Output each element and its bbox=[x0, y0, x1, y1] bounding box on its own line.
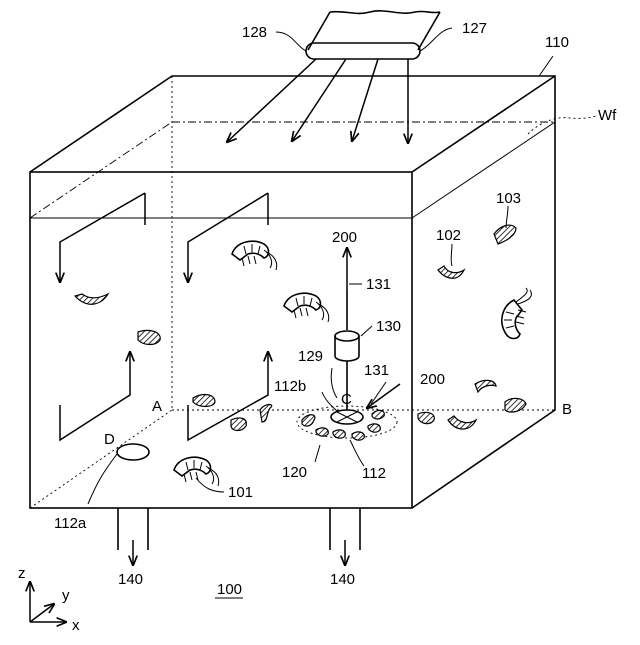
drain-pipes bbox=[118, 508, 360, 565]
label-128: 128 bbox=[242, 24, 267, 41]
label-131-lower: 131 bbox=[364, 362, 389, 379]
leader-112 bbox=[350, 440, 364, 466]
point-d: D bbox=[104, 431, 115, 448]
tank-top-edge bbox=[412, 76, 555, 172]
shrimp-group bbox=[174, 241, 532, 486]
label-112b: 112b bbox=[274, 378, 306, 395]
leader-129 bbox=[331, 368, 337, 398]
water-surface bbox=[30, 122, 555, 218]
shrimp-2 bbox=[284, 293, 329, 322]
axes-indicator bbox=[30, 582, 66, 622]
nozzle-128 bbox=[306, 43, 420, 59]
axis-z-label: z bbox=[18, 565, 26, 582]
label-wf: Wf bbox=[598, 107, 617, 124]
label-112a: 112a bbox=[54, 515, 87, 532]
point-a: A bbox=[152, 398, 162, 415]
leader-102 bbox=[451, 244, 452, 266]
axis-y-label: y bbox=[62, 587, 70, 604]
point-c: C bbox=[341, 391, 352, 408]
leader-130 bbox=[361, 326, 372, 336]
tank-hidden-diagonal bbox=[30, 410, 172, 508]
leader-wf bbox=[528, 116, 596, 134]
label-200-top: 200 bbox=[332, 229, 357, 246]
pump-assembly bbox=[335, 248, 359, 410]
label-140-left: 140 bbox=[118, 571, 143, 588]
leader-110 bbox=[539, 56, 553, 76]
label-129: 129 bbox=[298, 348, 323, 365]
shrimp-1 bbox=[232, 241, 277, 270]
leader-112a bbox=[88, 454, 117, 504]
leader-120 bbox=[315, 445, 320, 462]
label-200-right: 200 bbox=[420, 371, 445, 388]
leader-128 bbox=[276, 32, 306, 51]
label-112: 112 bbox=[362, 465, 386, 482]
label-131-upper: 131 bbox=[366, 276, 391, 293]
label-110: 110 bbox=[545, 34, 569, 51]
label-120: 120 bbox=[282, 464, 307, 481]
point-b: B bbox=[562, 401, 572, 418]
label-127: 127 bbox=[462, 20, 487, 37]
leader-101 bbox=[196, 478, 224, 492]
label-102: 102 bbox=[436, 227, 461, 244]
shrimp-3 bbox=[502, 288, 532, 339]
label-140-right: 140 bbox=[330, 571, 355, 588]
pump-top bbox=[335, 331, 359, 341]
hatched-organisms bbox=[75, 225, 526, 440]
label-103: 103 bbox=[496, 190, 521, 207]
circulation-arrows bbox=[60, 193, 268, 440]
label-130: 130 bbox=[376, 318, 401, 335]
supply-pipe-127 bbox=[308, 11, 440, 50]
shrimp-101 bbox=[174, 457, 219, 486]
axis-x-label: x bbox=[72, 617, 80, 634]
label-100: 100 bbox=[217, 581, 242, 598]
spray-arrows bbox=[227, 59, 408, 143]
label-101: 101 bbox=[228, 484, 253, 501]
outlet-112a bbox=[117, 444, 149, 460]
